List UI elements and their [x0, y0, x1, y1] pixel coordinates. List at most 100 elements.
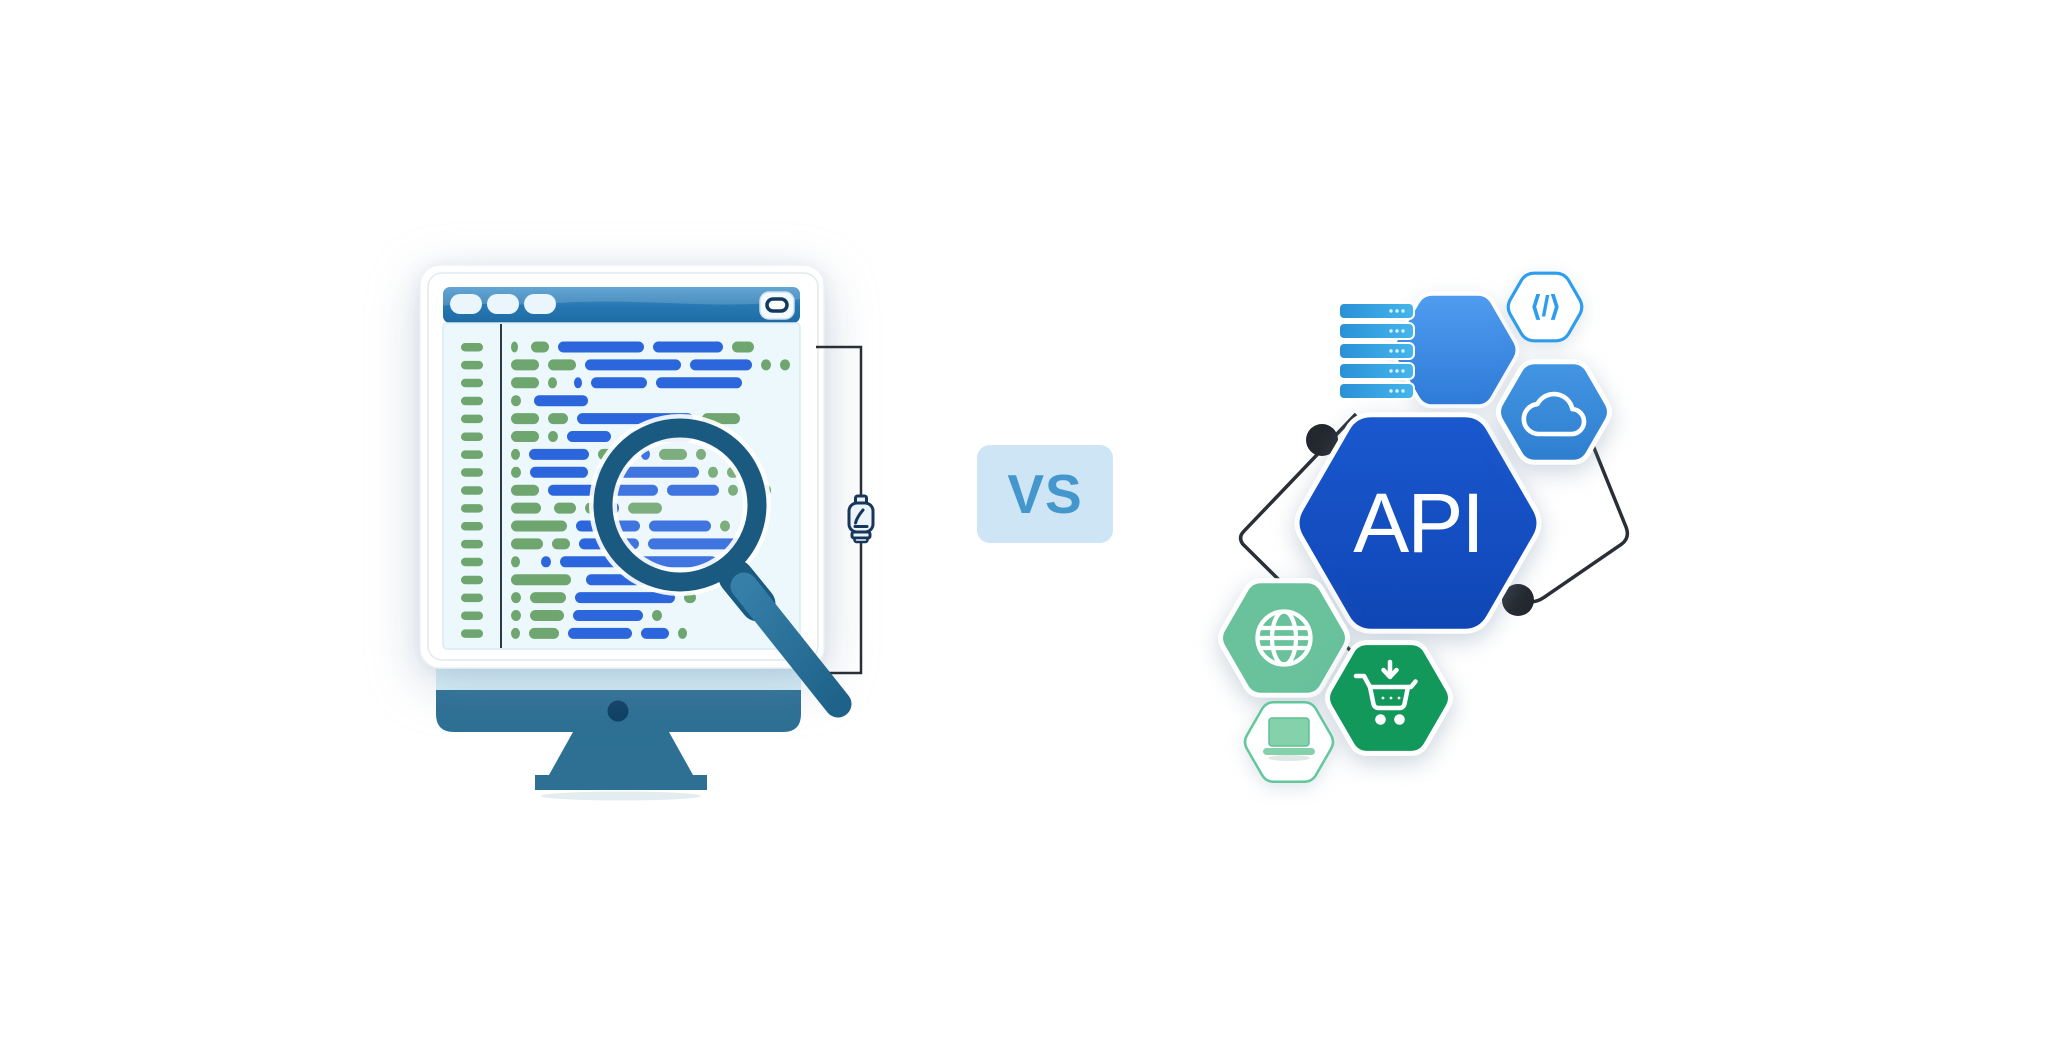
- code-pill: [574, 377, 582, 389]
- globe-hexagon: [1218, 578, 1350, 698]
- laptop-screen: [1268, 717, 1310, 747]
- code-pill: [511, 610, 521, 621]
- server-bar-led: [1395, 369, 1399, 373]
- code-pill: [511, 377, 539, 389]
- server-bar: [1338, 382, 1415, 400]
- code-pill: [708, 466, 718, 478]
- titlebar-button: [487, 294, 519, 314]
- monitor: [436, 654, 801, 790]
- gutter-dash: [461, 611, 483, 620]
- code-pill: [591, 377, 647, 389]
- plug-slash: [854, 508, 865, 525]
- code-pill: [649, 520, 711, 532]
- code-pill: [554, 502, 576, 514]
- code-pill: [511, 502, 541, 514]
- gutter-dash: [461, 486, 483, 495]
- gutter-dash: [461, 557, 483, 567]
- code-pill: [511, 466, 521, 478]
- code-pill: [530, 610, 564, 621]
- code-pill: [530, 592, 566, 604]
- gutter-dash: [461, 629, 483, 638]
- gutter-dash: [461, 539, 483, 549]
- cloud-hexagon-shape: [1496, 359, 1612, 465]
- gutter-dash: [461, 504, 483, 513]
- laptop-hexagon: [1243, 700, 1335, 784]
- code-pill: [659, 448, 687, 460]
- api-illustration: [1170, 210, 1690, 810]
- code-pill: [575, 592, 675, 604]
- code-pill: [548, 359, 576, 371]
- menu-button: [759, 291, 795, 320]
- code-pill: [511, 448, 520, 460]
- code-hexagon: [1506, 271, 1584, 343]
- code-pill: [552, 538, 570, 550]
- code-pill: [529, 627, 559, 639]
- code-pill: [732, 341, 754, 353]
- code-pill: [511, 538, 543, 550]
- laptop-shadow: [1268, 755, 1310, 761]
- vs-badge: VS: [977, 445, 1113, 543]
- web-scraping-svg: [419, 264, 875, 801]
- plug-base: [853, 536, 869, 544]
- titlebar-button: [524, 294, 556, 314]
- code-pill: [652, 610, 662, 621]
- cart-basket: [1367, 684, 1411, 711]
- code-pill: [541, 556, 551, 568]
- gutter-dash: [461, 378, 483, 388]
- monitor-shadow: [541, 791, 701, 801]
- network-line-left: [1238, 412, 1367, 667]
- cart-wheel: [1394, 714, 1405, 725]
- magnifier-handle: [730, 572, 852, 718]
- code-pill: [529, 448, 589, 460]
- code-pill: [567, 431, 611, 442]
- code-pill: [656, 377, 742, 389]
- code-pill: [573, 610, 643, 621]
- server-bar-led: [1395, 349, 1399, 353]
- network-lines: [1238, 385, 1630, 667]
- server-bar: [1338, 302, 1415, 320]
- titlebar-button: [450, 294, 482, 314]
- code-pill: [511, 627, 520, 639]
- monitor-camera-dot: [607, 700, 629, 722]
- server-bar-led: [1395, 329, 1399, 333]
- code-icon-glyph: ⟨/⟩: [1529, 291, 1562, 323]
- code-pill: [667, 484, 719, 496]
- code-pill: [548, 413, 568, 425]
- code-pill: [511, 341, 518, 353]
- code-pill: [690, 359, 752, 371]
- cart-dot: [1389, 696, 1393, 700]
- code-pill: [648, 538, 742, 550]
- gutter-dash: [461, 396, 483, 406]
- api-cluster-svg: [1218, 271, 1630, 784]
- code-pill: [511, 556, 520, 568]
- server-bar-led: [1389, 349, 1393, 353]
- server-bar-led: [1401, 349, 1405, 353]
- server-bar: [1338, 322, 1415, 340]
- server-bar-led: [1389, 329, 1393, 333]
- server-bar-led: [1395, 309, 1399, 313]
- gutter-dash: [461, 575, 483, 585]
- gutter-dash: [461, 468, 483, 477]
- code-pill: [534, 395, 588, 407]
- gutter-dash: [461, 414, 483, 424]
- code-pill: [653, 341, 723, 353]
- server-bar-led: [1395, 389, 1399, 393]
- code-pill: [511, 413, 539, 425]
- code-pill: [511, 574, 571, 586]
- code-pill: [628, 502, 662, 514]
- laptop-icon: [1263, 717, 1315, 761]
- cart-wheel: [1375, 714, 1386, 725]
- server-bar-led: [1401, 369, 1405, 373]
- menu-button-pill: [765, 297, 789, 313]
- server-hexagon: [1390, 291, 1520, 409]
- api-hexagon-label: API: [1353, 476, 1484, 570]
- code-pill: [511, 359, 539, 371]
- code-pill: [548, 431, 558, 442]
- gutter-dash: [461, 360, 483, 370]
- magnifier-lens: [613, 438, 747, 572]
- api-connector: [816, 345, 875, 675]
- cart-hexagon: [1325, 640, 1453, 756]
- code-pill: [568, 627, 632, 639]
- cart-dot: [1397, 696, 1401, 700]
